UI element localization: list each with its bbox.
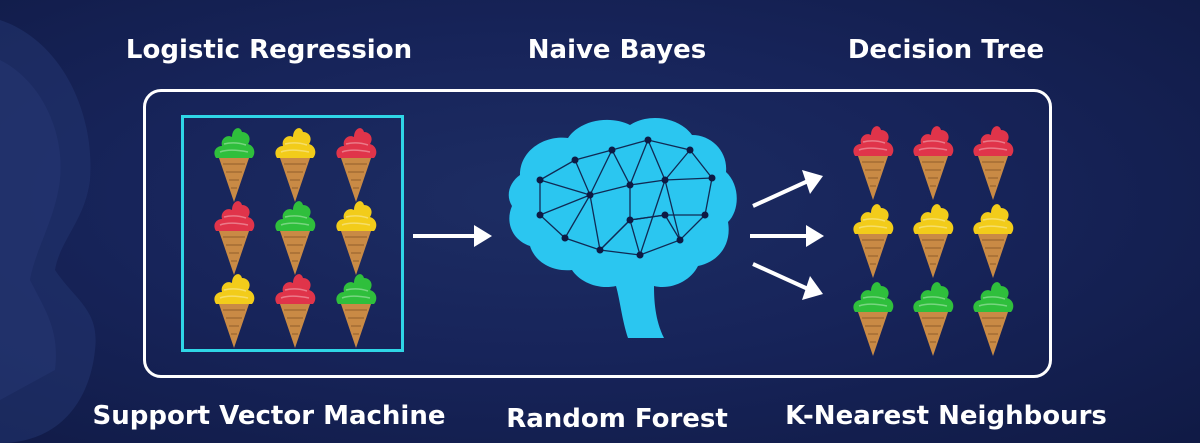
- ice-cream-icon: [849, 276, 897, 358]
- label-naive-bayes: Naive Bayes: [527, 35, 707, 65]
- ice-cream-icon: [909, 276, 957, 358]
- arrow-right-icon: [413, 225, 492, 247]
- label-decision-tree: Decision Tree: [847, 35, 1045, 65]
- label-logistic-regression: Logistic Regression: [125, 35, 413, 65]
- input-box: [181, 115, 404, 352]
- ice-cream-icon: [909, 120, 957, 202]
- ice-cream-icon: [271, 195, 319, 277]
- ice-cream-icon: [210, 122, 258, 204]
- ice-cream-icon: [969, 198, 1017, 280]
- ice-cream-icon: [849, 198, 897, 280]
- arrow-up-right-icon: [752, 170, 823, 208]
- ice-cream-icon: [271, 122, 319, 204]
- label-random-forest: Random Forest: [506, 404, 728, 434]
- label-k-nearest-neighbours: K-Nearest Neighbours: [785, 401, 1107, 431]
- main-panel: [143, 89, 1052, 378]
- label-support-vector-machine: Support Vector Machine: [92, 401, 446, 431]
- arrow-down-right-icon: [752, 262, 823, 300]
- ice-cream-icon: [210, 268, 258, 350]
- brain-network-icon: [508, 117, 737, 338]
- ice-cream-icon: [969, 120, 1017, 202]
- ice-cream-icon: [271, 268, 319, 350]
- ice-cream-icon: [909, 198, 957, 280]
- ice-cream-icon: [332, 122, 380, 204]
- arrow-right-icon: [750, 225, 824, 247]
- ice-cream-icon: [969, 276, 1017, 358]
- ice-cream-icon: [210, 195, 258, 277]
- ice-cream-icon: [332, 268, 380, 350]
- ice-cream-icon: [849, 120, 897, 202]
- ice-cream-icon: [332, 195, 380, 277]
